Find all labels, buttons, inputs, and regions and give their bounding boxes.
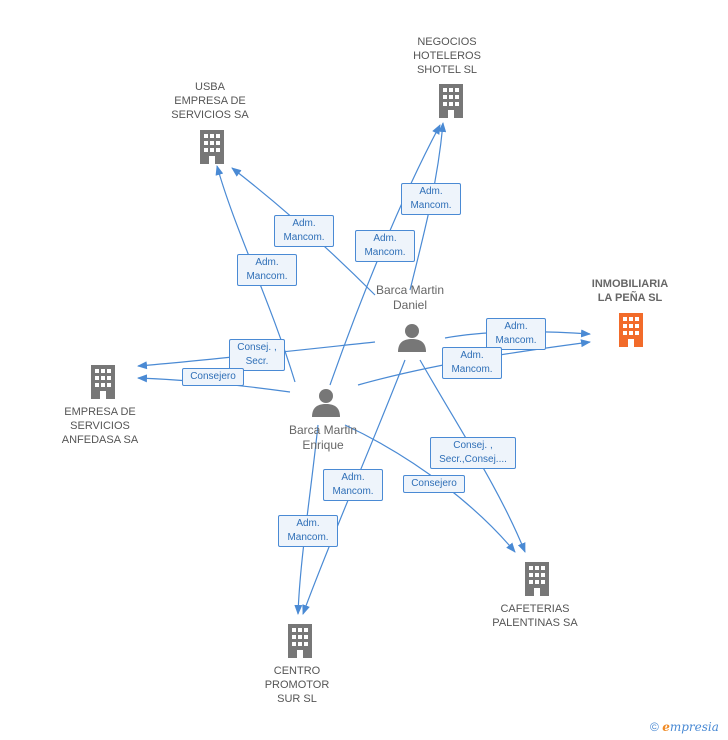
edge-label-consej-secr-consej: Consej. , Secr.,Consej.... bbox=[430, 437, 516, 469]
person-icon-daniel bbox=[397, 322, 427, 357]
edge-label-adm-usba-2: Adm. Mancom. bbox=[237, 254, 297, 286]
brand-logo-text: mpresia bbox=[669, 720, 719, 734]
footer-credit: © empresia bbox=[650, 720, 719, 734]
building-icon-inmobiliaria bbox=[615, 313, 647, 352]
edge-label-consejero-2: Consejero bbox=[403, 475, 465, 493]
node-label-anfedasa[interactable]: EMPRESA DE SERVICIOS ANFEDASA SA bbox=[61, 406, 139, 446]
edge-label-adm-inmobiliaria-2: Adm. Mancom. bbox=[442, 347, 502, 379]
building-icon-cafeterias bbox=[522, 562, 552, 601]
brand-logo-e: e bbox=[662, 720, 670, 734]
node-label-cafeterias[interactable]: CAFETERIAS PALENTINAS SA bbox=[492, 603, 578, 629]
node-label-negocios[interactable]: NEGOCIOS HOTELEROS SHOTEL SL bbox=[413, 36, 481, 76]
node-label-inmobiliaria[interactable]: INMOBILIARIA LA PEÑA SL bbox=[591, 278, 669, 304]
building-icon-centro bbox=[285, 624, 315, 663]
edge-label-adm-centro-1: Adm. Mancom. bbox=[323, 469, 383, 501]
edge-label-adm-inmobiliaria-1: Adm. Mancom. bbox=[486, 318, 546, 350]
edge-label-adm-usba-1: Adm. Mancom. bbox=[274, 215, 334, 247]
edge-label-adm-negocios-2: Adm. Mancom. bbox=[355, 230, 415, 262]
person-icon-enrique bbox=[311, 387, 341, 422]
brand-logo[interactable]: empresia bbox=[662, 720, 719, 734]
building-icon-negocios bbox=[436, 84, 466, 123]
edge-label-adm-centro-2: Adm. Mancom. bbox=[278, 515, 338, 547]
copyright-symbol: © bbox=[650, 720, 659, 734]
node-label-centro[interactable]: CENTRO PROMOTOR SUR SL bbox=[264, 665, 330, 705]
edge-label-consej-secr: Consej. , Secr. bbox=[229, 339, 285, 371]
building-icon-usba bbox=[197, 130, 227, 169]
person-label-daniel[interactable]: Barca Martin Daniel bbox=[375, 283, 445, 312]
edge-label-consejero-1: Consejero bbox=[182, 368, 244, 386]
edge-label-adm-negocios-1: Adm. Mancom. bbox=[401, 183, 461, 215]
building-icon-anfedasa bbox=[88, 365, 118, 404]
node-label-usba[interactable]: USBA EMPRESA DE SERVICIOS SA bbox=[171, 81, 249, 121]
person-label-enrique[interactable]: Barca Martin Enrique bbox=[288, 423, 358, 452]
